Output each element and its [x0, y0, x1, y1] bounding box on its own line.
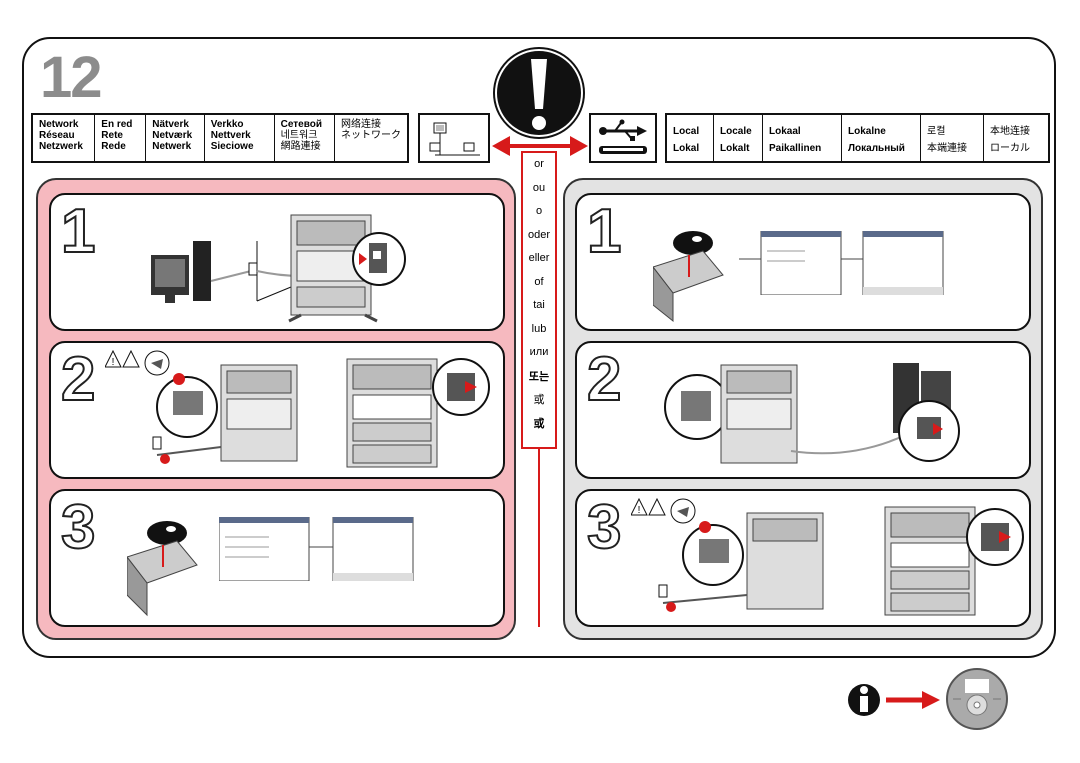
double-arrow-icon	[492, 136, 588, 156]
usb-icon-box	[589, 113, 657, 163]
local-step-2-card: 2	[575, 341, 1031, 479]
network-step-3-card: 3	[49, 489, 505, 627]
installer-screens-illustration	[219, 517, 414, 581]
step-label: 2	[586, 345, 623, 414]
or-word: 또는	[528, 369, 550, 383]
or-word: o	[535, 205, 543, 217]
or-word: or	[534, 158, 544, 170]
instruction-frame	[22, 37, 1056, 658]
or-word-list: or ou o oder eller of tai lub или 또는 或 或	[521, 151, 557, 449]
or-word: 或	[533, 393, 545, 406]
or-word: tai	[533, 299, 545, 311]
network-computers-icon	[429, 122, 480, 156]
step-label: 1	[60, 197, 97, 266]
printer-usb-illustration	[664, 363, 960, 464]
arrow-right-icon	[886, 691, 940, 709]
printer-switch-illustration	[346, 358, 490, 468]
cd-icon	[946, 668, 1008, 730]
step-label: 2	[60, 345, 97, 414]
step-number: 12	[40, 45, 102, 110]
or-word: lub	[531, 322, 547, 335]
or-word: или	[529, 346, 549, 358]
step-label: 3	[586, 493, 623, 562]
or-word: ou	[532, 181, 546, 194]
local-label-col: 本地连接ローカル	[990, 126, 1030, 154]
network-step-2-card: 2 !	[49, 341, 505, 479]
local-step-1-card: 1	[575, 193, 1031, 331]
cd-insert-illustration	[653, 231, 724, 323]
network-icon-box	[418, 113, 490, 163]
or-divider-line	[538, 449, 540, 627]
printer-network-illustration	[151, 214, 406, 323]
local-step-3-card: 3 !	[575, 489, 1031, 627]
warning-electric-icon: !	[631, 497, 696, 524]
cd-insert-illustration	[127, 521, 198, 617]
or-word: oder	[527, 228, 551, 241]
svg-text:!: !	[112, 357, 115, 368]
or-word: of	[534, 275, 544, 288]
or-word: eller	[528, 252, 550, 264]
info-icon	[848, 684, 880, 716]
usb-icon	[599, 119, 647, 154]
printer-power-illustration	[152, 364, 298, 464]
network-step-1-card: 1	[49, 193, 505, 331]
printer-power-illustration	[658, 512, 824, 612]
step-label: 3	[60, 493, 97, 562]
network-label-col: 网络连接ネットワーク	[341, 119, 401, 141]
installer-screens-illustration	[739, 231, 944, 295]
svg-text:!: !	[638, 505, 641, 516]
step-label: 1	[586, 197, 623, 266]
or-word: 或	[533, 416, 545, 430]
exclamation-icon	[493, 47, 585, 139]
printer-switch-illustration	[884, 506, 1024, 616]
warning-electric-icon: !	[105, 349, 170, 376]
